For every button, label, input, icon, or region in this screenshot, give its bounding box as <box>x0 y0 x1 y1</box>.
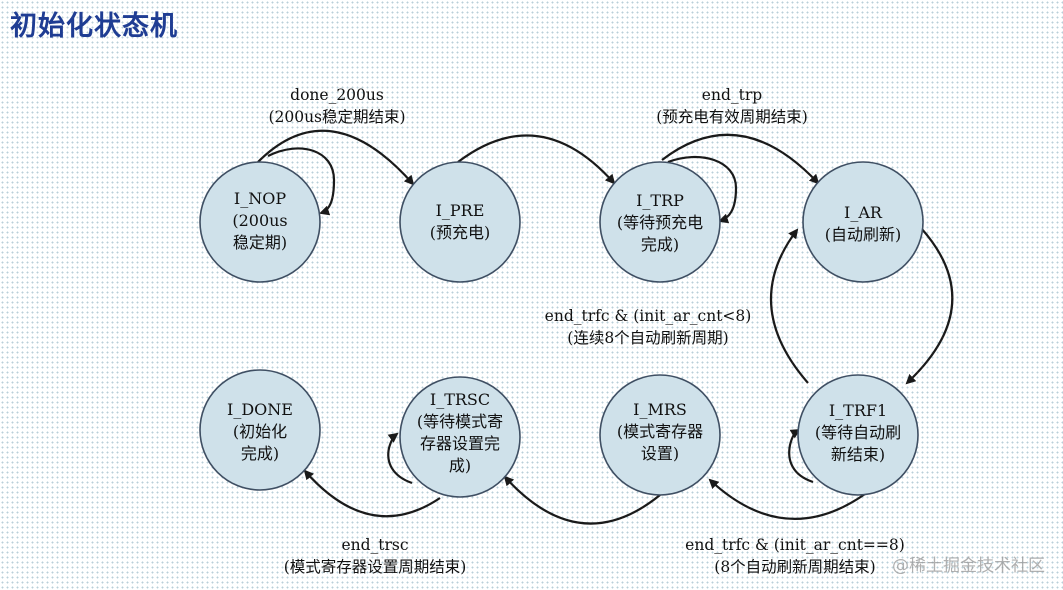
edge-ar-to-trf1 <box>905 227 954 385</box>
edge-pre-to-trp <box>457 134 616 185</box>
svg-text:I_TRP(等待预充电完成): I_TRP(等待预充电完成) <box>617 191 703 254</box>
state-node-i-pre: I_PRE(预充电) <box>399 161 521 283</box>
transition-label-trp-ar: end_trp(预充电有效周期结束) <box>656 86 808 126</box>
edge-trp-self-loop <box>667 155 738 224</box>
edge-mrs-to-trsc <box>503 475 661 525</box>
state-node-i-mrs: I_MRS(模式寄存器设置) <box>599 374 721 496</box>
watermark: @稀土掘金技术社区 <box>892 556 1045 576</box>
state-node-i-done: I_DONE(初始化完成) <box>199 369 321 491</box>
transition-label-trf-mrs: end_trfc & (init_ar_cnt==8)(8个自动刷新周期结束) <box>685 536 905 576</box>
transition-label-nop-pre: done_200us(200us稳定期结束) <box>268 86 405 126</box>
edge-trsc-to-done <box>303 469 441 518</box>
transition-label-trf-ar: end_trfc & (init_ar_cnt<8)(连续8个自动刷新周期) <box>545 307 752 347</box>
state-node-i-trsc: I_TRSC(等待模式寄存器设置完成) <box>399 376 521 498</box>
svg-text:I_NOP(200us稳定期): I_NOP(200us稳定期) <box>232 189 287 252</box>
svg-text:I_DONE(初始化完成): I_DONE(初始化完成) <box>227 400 293 463</box>
edge-trf1-to-mrs <box>708 478 866 520</box>
transition-labels: done_200us(200us稳定期结束) end_trp(预充电有效周期结束… <box>268 86 904 576</box>
state-node-i-trp: I_TRP(等待预充电完成) <box>599 161 721 283</box>
state-node-i-ar: I_AR(自动刷新) <box>802 161 924 283</box>
edge-trp-to-ar <box>661 133 820 185</box>
edge-trf1-self-loop <box>788 428 814 484</box>
edge-nop-to-pre <box>257 129 415 186</box>
transition-label-trsc-done: end_trsc(模式寄存器设置周期结束) <box>284 536 467 576</box>
edge-trf1-to-ar <box>770 228 809 384</box>
svg-text:I_TRSC(等待模式寄存器设置完成): I_TRSC(等待模式寄存器设置完成) <box>417 390 503 475</box>
state-node-i-trf1: I_TRF1(等待自动刷新结束) <box>797 374 919 496</box>
svg-text:I_AR(自动刷新): I_AR(自动刷新) <box>825 203 902 244</box>
svg-text:I_TRF1(等待自动刷新结束): I_TRF1(等待自动刷新结束) <box>815 401 901 464</box>
svg-text:I_PRE(预充电): I_PRE(预充电) <box>430 201 491 242</box>
edge-trsc-self-loop <box>387 432 413 485</box>
edge-nop-self-loop <box>267 147 336 216</box>
edges <box>257 129 954 525</box>
svg-text:I_MRS(模式寄存器设置): I_MRS(模式寄存器设置) <box>617 400 703 463</box>
page-title: 初始化状态机 <box>10 11 178 42</box>
